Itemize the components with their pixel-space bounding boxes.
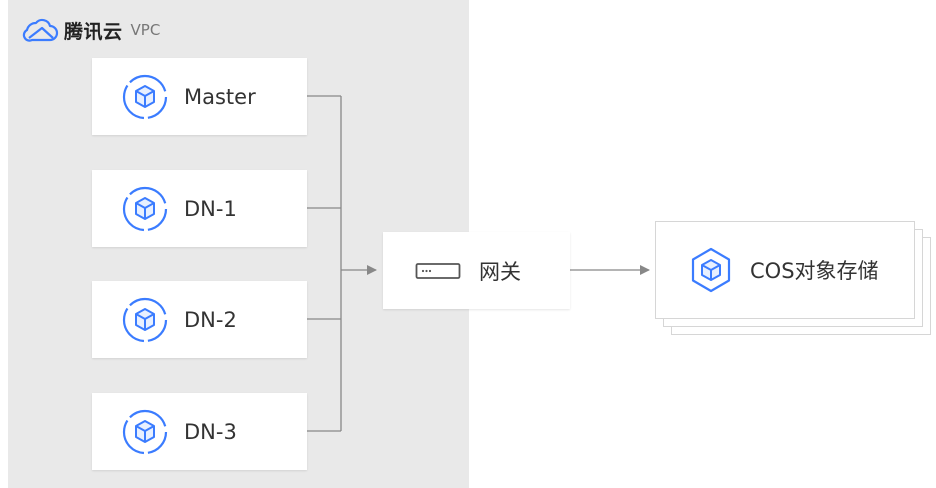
node-dn-2: DN-2 [92, 281, 307, 358]
cube-icon [122, 409, 168, 454]
vpc-header: 腾讯云 VPC [22, 14, 160, 46]
node-dn-3: DN-3 [92, 393, 307, 470]
node-label: DN-2 [184, 307, 237, 332]
gateway-label: 网关 [479, 259, 521, 284]
node-master: Master [92, 58, 307, 135]
storage-stack: COS对象存储 [655, 221, 935, 339]
gateway-icon [415, 262, 461, 279]
node-label: DN-3 [184, 419, 237, 444]
cube-icon [122, 74, 168, 119]
cube-icon [122, 186, 168, 231]
hexagon-cube-icon [691, 247, 731, 293]
node-label: DN-1 [184, 196, 237, 221]
storage-label: COS对象存储 [750, 259, 879, 283]
cloud-icon [22, 18, 59, 42]
storage-node: COS对象存储 [655, 221, 915, 319]
gateway-node: 网关 [383, 232, 570, 309]
node-label: Master [184, 84, 256, 109]
vpc-label: VPC [130, 21, 161, 39]
brand-name: 腾讯云 [64, 20, 123, 43]
node-dn-1: DN-1 [92, 170, 307, 247]
cube-icon [122, 297, 168, 342]
